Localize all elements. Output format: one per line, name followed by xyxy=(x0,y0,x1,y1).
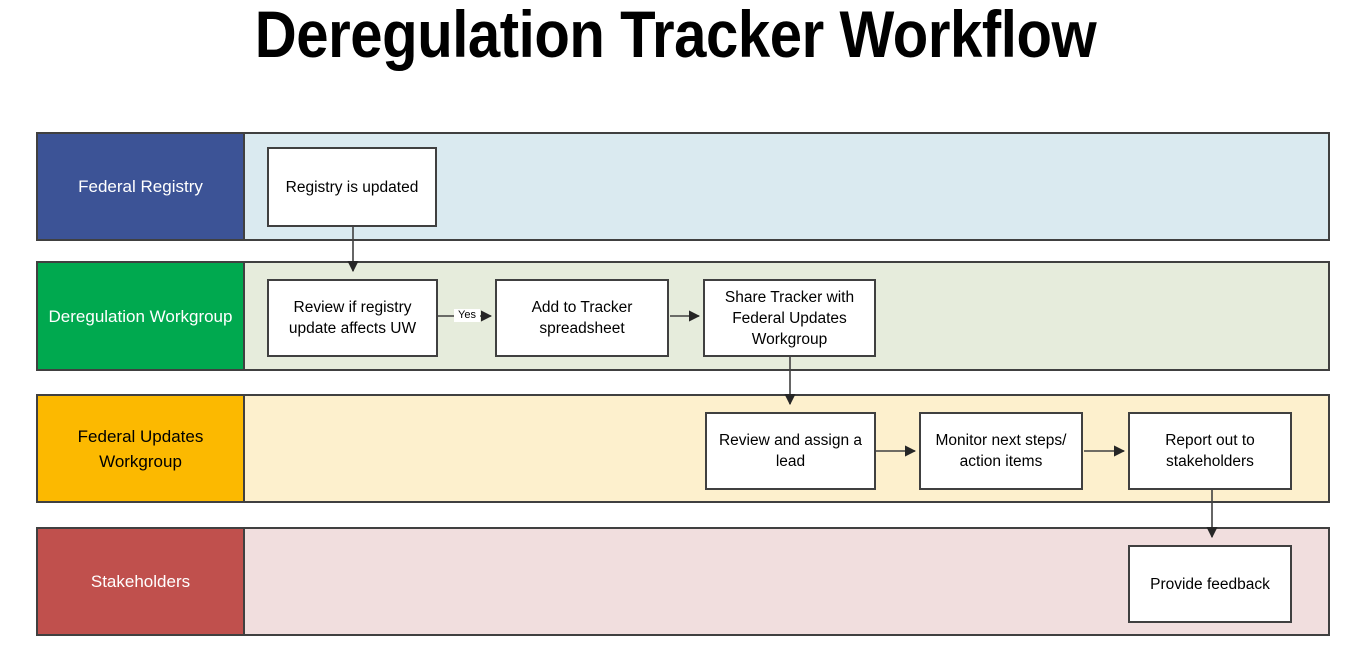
lane-body-federal-updates-workgroup: Review and assign a lead Monitor next st… xyxy=(245,396,1328,501)
lane-header-federal-updates-workgroup: Federal Updates Workgroup xyxy=(38,396,245,501)
lane-body-stakeholders: Provide feedback xyxy=(245,529,1328,634)
step-review-and-assign-a-lead[interactable]: Review and assign a lead xyxy=(705,412,876,490)
lane-label: Federal Updates Workgroup xyxy=(77,426,204,471)
swimlane-deregulation-workgroup: Deregulation Workgroup Review if registr… xyxy=(36,261,1330,371)
step-monitor-next-steps-action-items[interactable]: Monitor next steps/ action items xyxy=(919,412,1083,490)
step-report-out-to-stakeholders[interactable]: Report out to stakeholders xyxy=(1128,412,1292,490)
swimlane-federal-updates-workgroup: Federal Updates Workgroup Review and ass… xyxy=(36,394,1330,503)
step-provide-feedback[interactable]: Provide feedback xyxy=(1128,545,1292,623)
step-label: Monitor next steps/ action items xyxy=(935,432,1067,470)
step-label: Registry is updated xyxy=(285,178,419,196)
page-title: Deregulation Tracker Workflow xyxy=(254,0,1097,71)
step-label: Add to Tracker spreadsheet xyxy=(531,299,633,337)
lane-body-federal-registry: Registry is updated xyxy=(245,134,1328,239)
step-label: Share Tracker with Federal Updates Workg… xyxy=(724,288,855,348)
lane-label: Stakeholders xyxy=(90,572,191,591)
step-share-tracker-with-federal-updates-workgroup[interactable]: Share Tracker with Federal Updates Workg… xyxy=(703,279,876,357)
step-add-to-tracker-spreadsheet[interactable]: Add to Tracker spreadsheet xyxy=(495,279,669,357)
step-label: Review if registry update affects UW xyxy=(288,299,417,337)
lane-header-deregulation-workgroup: Deregulation Workgroup xyxy=(38,263,245,369)
swimlane-stakeholders: Stakeholders Provide feedback xyxy=(36,527,1330,636)
step-label: Provide feedback xyxy=(1150,575,1270,593)
step-registry-is-updated[interactable]: Registry is updated xyxy=(267,147,437,227)
lane-header-stakeholders: Stakeholders xyxy=(38,529,245,634)
lane-header-federal-registry: Federal Registry xyxy=(38,134,245,239)
lane-label: Deregulation Workgroup xyxy=(48,306,233,326)
step-review-if-registry-update-affects-uw[interactable]: Review if registry update affects UW xyxy=(267,279,438,357)
swimlane-federal-registry: Federal Registry Registry is updated xyxy=(36,132,1330,241)
lane-label: Federal Registry xyxy=(78,177,203,196)
step-label: Report out to stakeholders xyxy=(1165,432,1255,470)
step-label: Review and assign a lead xyxy=(718,432,863,470)
connector-label-yes: Yes xyxy=(454,309,480,322)
lane-body-deregulation-workgroup: Review if registry update affects UW Add… xyxy=(245,263,1328,369)
